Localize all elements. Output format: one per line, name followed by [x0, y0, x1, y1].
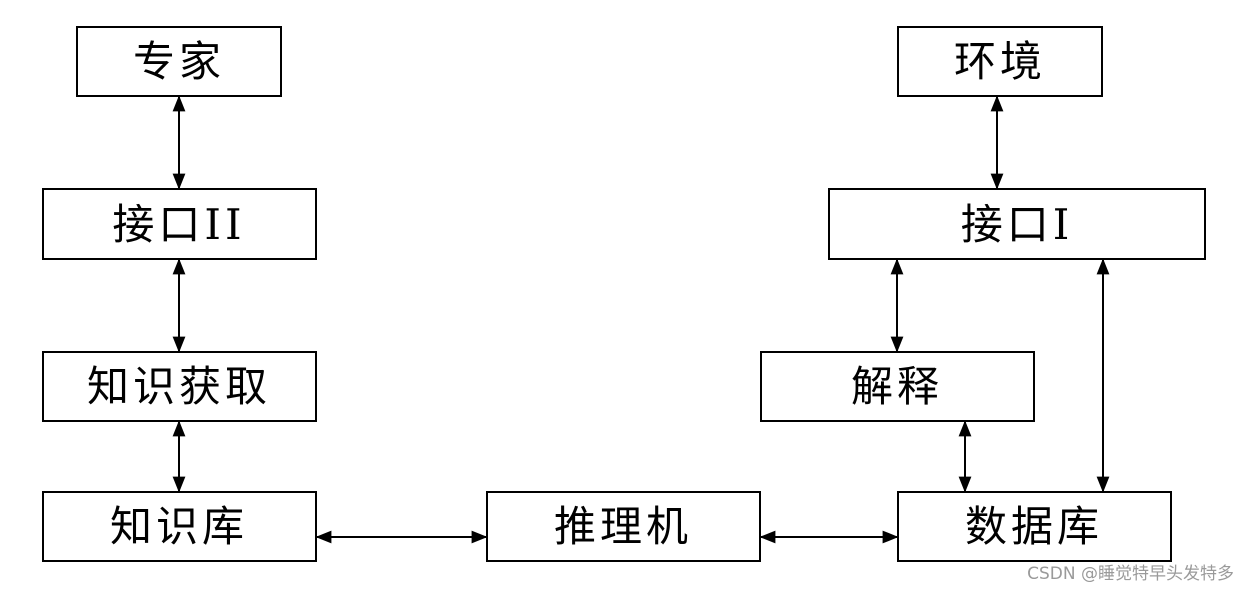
interface-2-node: 接口II: [42, 188, 317, 260]
knowledge-base-label: 知识库: [110, 502, 248, 551]
explanation-node: 解释: [760, 351, 1035, 422]
knowledge-base-node: 知识库: [42, 491, 317, 562]
interface-1-node: 接口Ⅰ: [828, 188, 1206, 260]
interface-1-label: 接口Ⅰ: [961, 200, 1074, 249]
expert-label: 专家: [133, 37, 225, 86]
database-label: 数据库: [965, 502, 1103, 551]
database-node: 数据库: [897, 491, 1172, 562]
expert-node: 专家: [76, 26, 282, 97]
inference-engine-label: 推理机: [554, 502, 692, 551]
knowledge-acquisition-node: 知识获取: [42, 351, 317, 422]
environment-label: 环境: [954, 37, 1046, 86]
interface-2-label: 接口II: [112, 200, 245, 249]
knowledge-acquisition-label: 知识获取: [87, 362, 271, 411]
watermark: CSDN @睡觉特早头发特多: [1027, 564, 1234, 584]
explanation-label: 解释: [851, 362, 943, 411]
inference-engine-node: 推理机: [486, 491, 761, 562]
environment-node: 环境: [897, 26, 1103, 97]
